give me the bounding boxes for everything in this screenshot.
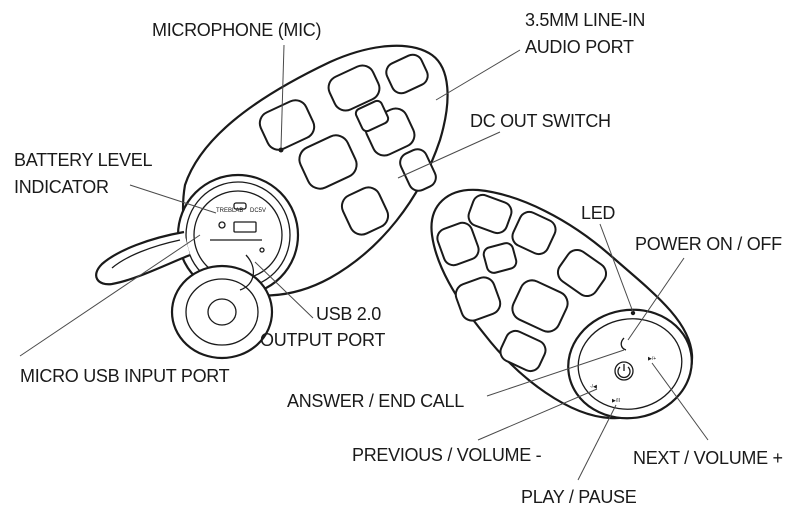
leader-led xyxy=(599,223,634,313)
rubber-pad xyxy=(385,53,429,95)
rubber-plug xyxy=(170,264,274,360)
leader-answer xyxy=(486,349,625,397)
label-battery-1: BATTERY LEVEL xyxy=(14,150,152,170)
power-icon xyxy=(617,364,631,379)
next-mark: ▶/+ xyxy=(648,356,656,362)
leader-line-in xyxy=(435,49,521,101)
dc-switch xyxy=(259,247,265,253)
front-cap-panel xyxy=(577,318,683,410)
play-mark: ▶/II xyxy=(612,398,620,404)
micro-usb-port xyxy=(233,202,247,210)
device-brand-text: TREBLAB xyxy=(216,208,243,214)
label-led: LED xyxy=(581,203,615,223)
rubber-pad xyxy=(298,134,358,190)
labels: MICROPHONE (MIC) 3.5MM LINE-IN AUDIO POR… xyxy=(14,10,783,507)
leader-lines xyxy=(19,44,709,481)
power-button xyxy=(614,361,634,381)
label-battery-2: INDICATOR xyxy=(14,177,109,197)
label-usb-out-1: USB 2.0 xyxy=(316,304,381,324)
label-usb-out-2: OUTPUT PORT xyxy=(260,330,385,350)
rubber-pad xyxy=(399,148,437,192)
leader-micro-usb xyxy=(19,234,201,357)
usb-output-port xyxy=(233,221,257,233)
leader-next xyxy=(651,362,709,441)
prev-mark: -/◀ xyxy=(590,384,597,390)
rubber-plug-inner xyxy=(185,278,259,346)
label-micro-usb: MICRO USB INPUT PORT xyxy=(20,366,230,386)
device-dc-text: DC5V xyxy=(250,208,266,214)
leader-power xyxy=(627,257,685,341)
phone-icon xyxy=(620,337,627,351)
rubber-pad xyxy=(499,329,547,373)
label-microphone: MICROPHONE (MIC) xyxy=(152,20,321,40)
leader-usb-out xyxy=(254,261,314,319)
rubber-pad xyxy=(511,279,569,333)
label-line-in-2: AUDIO PORT xyxy=(525,37,634,57)
label-answer: ANSWER / END CALL xyxy=(287,391,464,411)
label-next: NEXT / VOLUME + xyxy=(633,448,783,468)
label-play: PLAY / PAUSE xyxy=(521,487,637,507)
label-dc-out: DC OUT SWITCH xyxy=(470,111,611,131)
label-line-in-1: 3.5MM LINE-IN xyxy=(525,10,645,30)
plug-tether xyxy=(239,254,254,291)
rubber-pad xyxy=(454,276,502,322)
leader-battery xyxy=(129,184,217,214)
rubber-pad xyxy=(511,210,557,256)
label-power: POWER ON / OFF xyxy=(635,234,782,254)
rubber-pad xyxy=(258,99,316,151)
rubber-pad xyxy=(327,64,381,112)
rubber-pad xyxy=(556,248,608,298)
rubber-pad xyxy=(467,193,513,235)
battery-led xyxy=(218,221,226,229)
speaker-front-view: ▶/+ -/◀ ▶/II xyxy=(430,188,694,420)
leader-dc-out xyxy=(397,131,501,179)
label-previous: PREVIOUS / VOLUME - xyxy=(352,445,542,465)
carabiner xyxy=(95,230,191,286)
speaker-rear-view: TREBLAB DC5V xyxy=(95,44,449,360)
led-dot xyxy=(630,310,636,316)
rubber-plug-center xyxy=(207,298,237,326)
leader-microphone xyxy=(280,44,285,149)
brand-badge xyxy=(354,99,390,133)
rubber-pad xyxy=(436,221,480,267)
leader-play xyxy=(577,404,617,481)
mic-hole xyxy=(278,147,284,153)
carabiner-gate xyxy=(111,239,181,269)
leader-previous xyxy=(477,388,598,441)
rubber-pad xyxy=(340,186,390,236)
brand-badge xyxy=(482,242,518,274)
